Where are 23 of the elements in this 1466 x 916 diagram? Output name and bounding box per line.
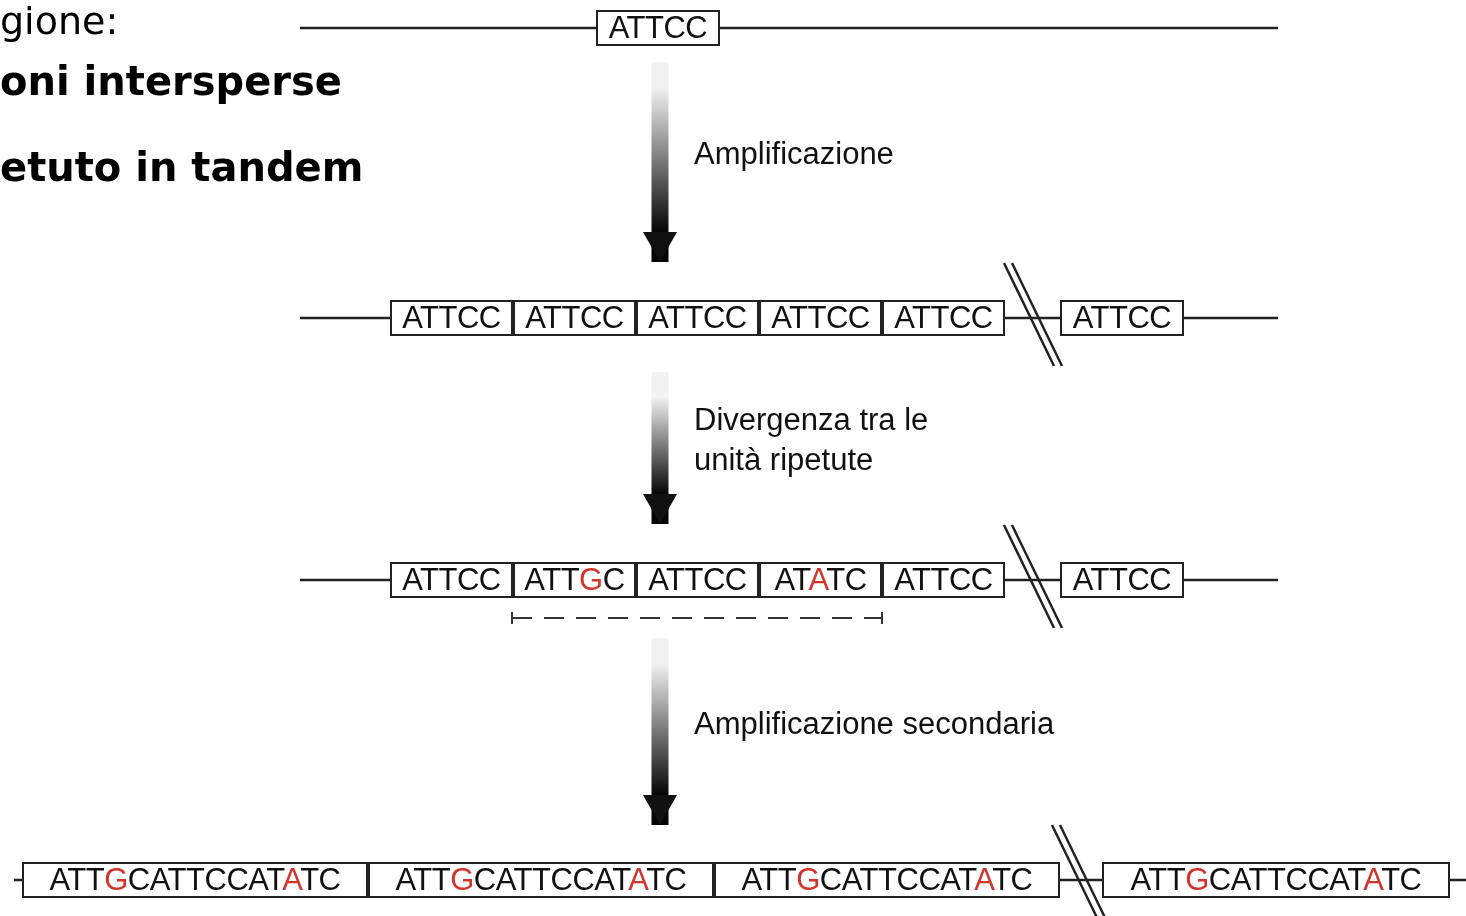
- sequence-box: ATTCC: [1060, 562, 1184, 598]
- heading-text: gione:: [0, 0, 119, 44]
- sequence-box: ATTGCATTCCATATC: [22, 862, 368, 898]
- sequence-box: ATTGCATTCCATATC: [1102, 862, 1450, 898]
- sequence-box: ATTCC: [390, 300, 513, 336]
- sequence-box: ATTCC: [1060, 300, 1184, 336]
- sequence-box: ATTCC: [636, 300, 759, 336]
- sequence-box: ATTCC: [882, 300, 1005, 336]
- sequence-box: ATTGCATTCCATATC: [714, 862, 1060, 898]
- sequence-box: ATTCC: [513, 300, 636, 336]
- sequence-box: ATATC: [759, 562, 882, 598]
- process-arrow: [643, 62, 677, 262]
- process-arrow: [643, 372, 677, 524]
- sequence-box: ATTGCATTCCATATC: [368, 862, 714, 898]
- sequence-box: ATTCC: [390, 562, 513, 598]
- sequence-box: ATTGC: [513, 562, 636, 598]
- process-arrow: [643, 638, 677, 825]
- sequence-box: ATTCC: [596, 10, 720, 46]
- sequence-box: ATTCC: [636, 562, 759, 598]
- sequence-box: ATTCC: [759, 300, 882, 336]
- heading-text: oni intersperse: [0, 58, 342, 104]
- sequence-box: ATTCC: [882, 562, 1005, 598]
- heading-text: etuto in tandem: [0, 144, 364, 190]
